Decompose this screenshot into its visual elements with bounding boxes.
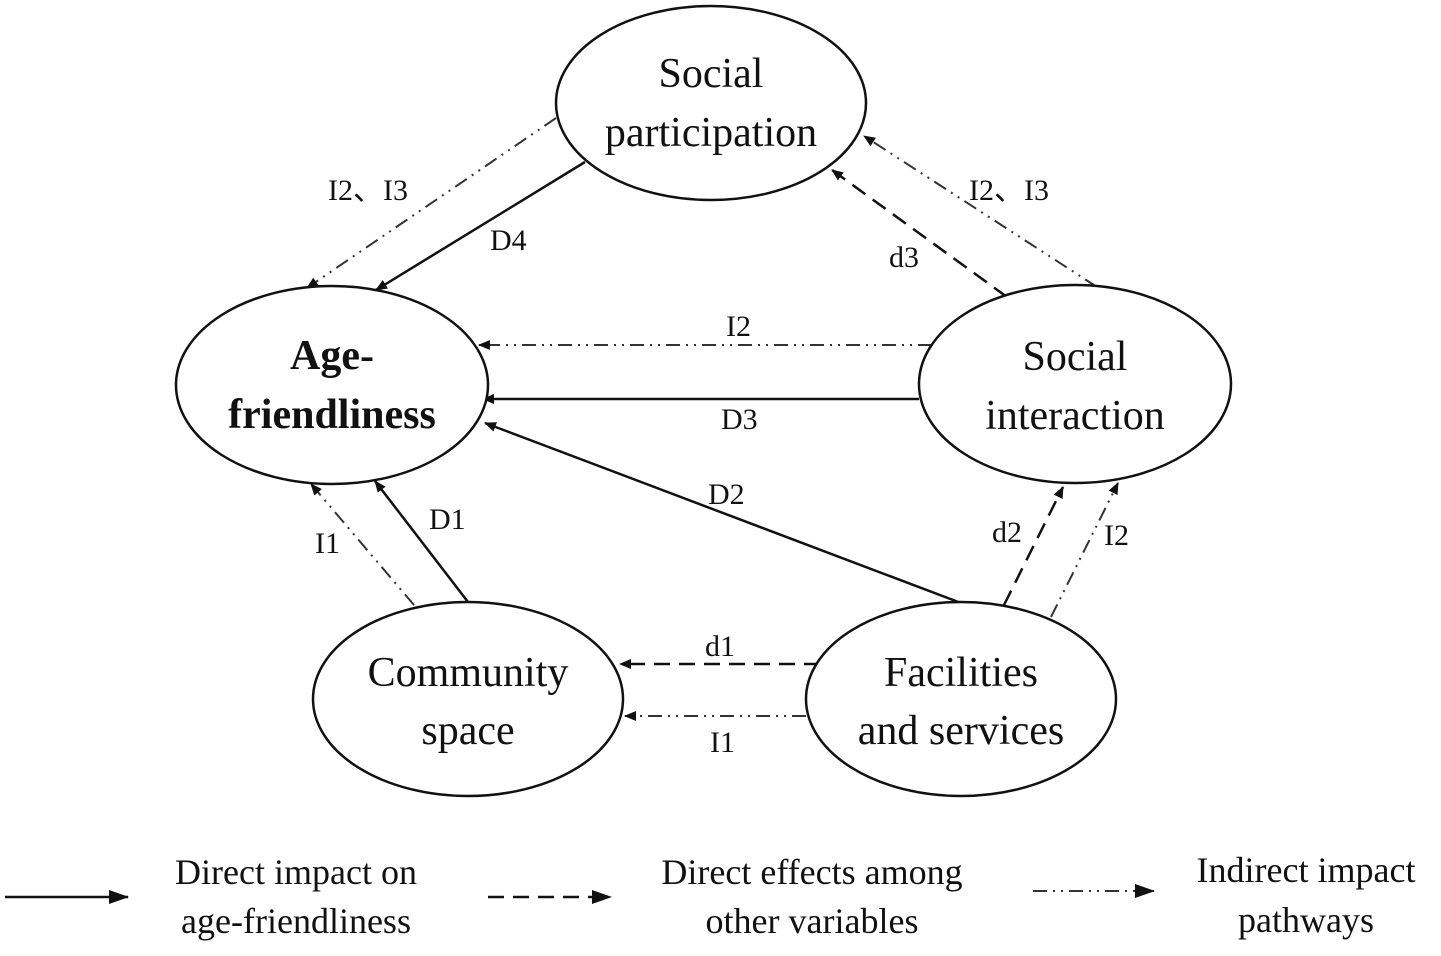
legend-item-dashdot: Indirect impact pathways <box>1033 850 1415 940</box>
edge-d3-small <box>831 168 1008 299</box>
legend-solid-line2: age-friendliness <box>181 901 411 941</box>
node-social-interaction-line1: Social <box>1023 334 1128 380</box>
node-community-space: Community space <box>311 600 625 798</box>
label-i2-mid: I2 <box>726 310 751 343</box>
label-d3-small: d3 <box>889 241 919 274</box>
label-d1-small: d1 <box>705 630 735 663</box>
node-age-friendliness-line2: friendliness <box>228 392 436 438</box>
legend-dashed-line2: other variables <box>706 901 919 941</box>
legend-item-dashed: Direct effects among other variables <box>488 852 963 941</box>
edge-i23-right <box>863 135 1098 288</box>
legend-dashdot-line2: pathways <box>1238 900 1374 940</box>
label-i2-right: I2 <box>1104 519 1129 552</box>
node-social-interaction-line2: interaction <box>985 393 1165 439</box>
edge-i2-right <box>1050 482 1119 618</box>
node-community-space-line2: space <box>421 708 514 754</box>
legend: Direct impact on age-friendliness Direct… <box>5 850 1415 941</box>
edge-d2-small <box>1002 486 1065 606</box>
label-i1-left: I1 <box>315 527 340 560</box>
label-d2-small: d2 <box>992 516 1022 549</box>
label-i1-bottom: I1 <box>710 726 735 759</box>
label-d3: D3 <box>721 403 758 436</box>
node-social-participation: Social participation <box>554 4 868 202</box>
node-facilities-services-line2: and services <box>858 708 1064 754</box>
legend-item-solid: Direct impact on age-friendliness <box>5 852 417 941</box>
legend-solid-line1: Direct impact on <box>175 852 417 892</box>
label-d1-big: D1 <box>429 503 466 536</box>
node-community-space-line1: Community <box>368 650 569 696</box>
node-age-friendliness-line1: Age- <box>290 333 374 379</box>
label-d4: D4 <box>490 224 527 257</box>
node-social-participation-line2: participation <box>605 110 817 156</box>
label-i23-left: I2、I3 <box>328 174 408 207</box>
node-facilities-services-line1: Facilities <box>884 650 1038 696</box>
label-d2: D2 <box>708 478 745 511</box>
edge-i23-left <box>306 117 557 289</box>
edge-i1-left <box>310 483 415 606</box>
edge-d2 <box>484 421 962 605</box>
label-i23-right: I2、I3 <box>969 174 1049 207</box>
node-social-participation-line1: Social <box>659 51 764 97</box>
edge-d4 <box>375 160 586 292</box>
legend-dashdot-line1: Indirect impact <box>1197 850 1416 890</box>
edge-d1-big <box>374 480 469 603</box>
node-facilities-services: Facilities and services <box>804 600 1118 798</box>
node-social-interaction: Social interaction <box>917 283 1233 485</box>
legend-dashed-line1: Direct effects among <box>661 852 962 892</box>
node-age-friendliness: Age- friendliness <box>174 284 490 486</box>
